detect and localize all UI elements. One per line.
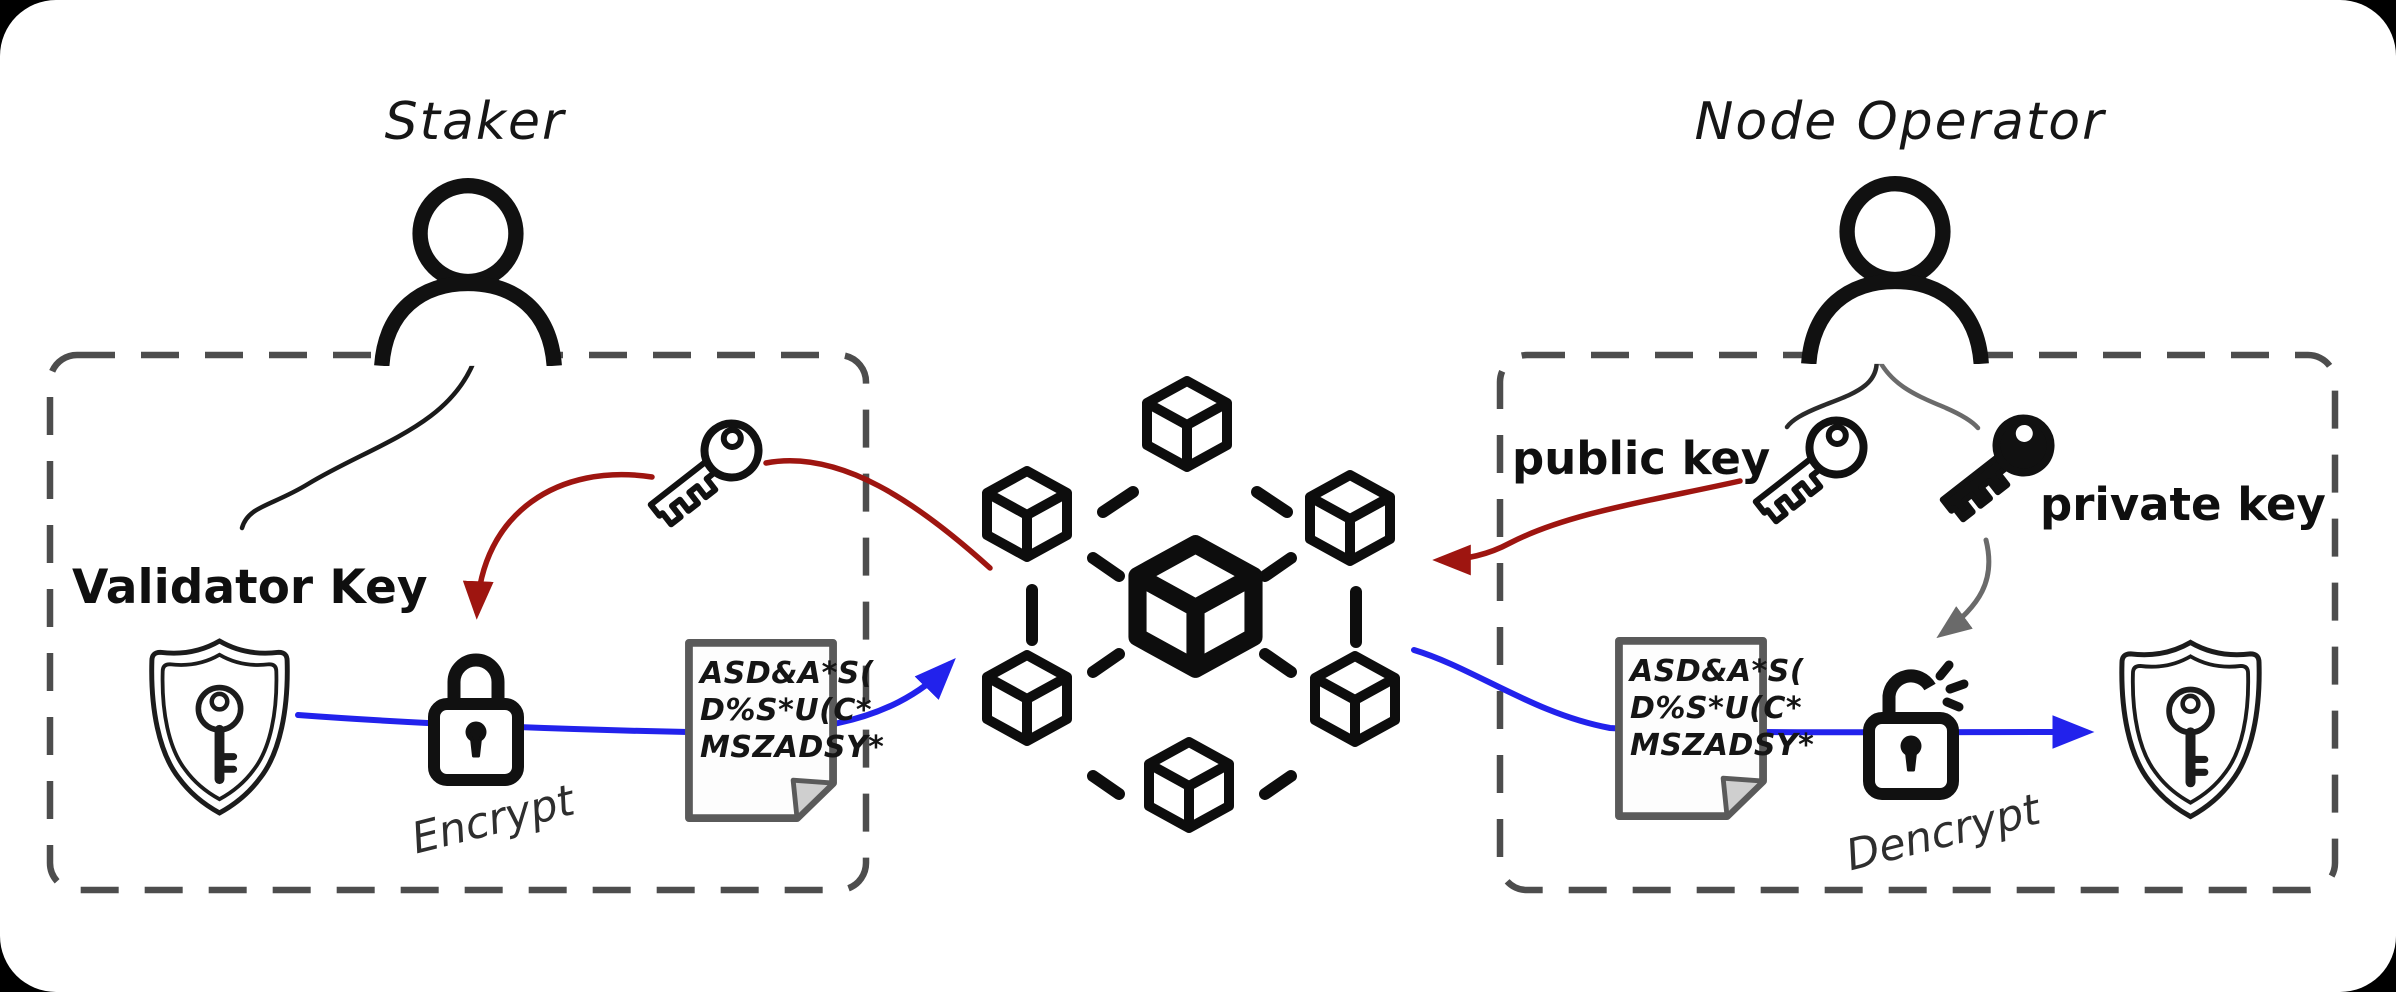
- private-key-to-unlock-arrow: [1936, 537, 1992, 639]
- block-cube-lower-left: [987, 655, 1067, 741]
- block-cube-upper-left: [987, 471, 1067, 557]
- public-key-icon-left: [647, 419, 763, 528]
- validator-key-shield-icon: [149, 638, 290, 816]
- node-operator-person-icon: [1801, 175, 1989, 364]
- staker-label: Staker: [384, 92, 566, 152]
- encrypted-note-icon: [685, 638, 837, 823]
- block-cube-top: [1147, 381, 1227, 467]
- block-cube-lower-right: [1315, 656, 1395, 742]
- staker-connector-line: [239, 353, 479, 531]
- encrypt-lock-icon: [428, 653, 524, 786]
- node-operator-label: Node Operator: [1694, 92, 2106, 152]
- public-key-icon-right: [1752, 416, 1868, 525]
- block-cube-bottom: [1149, 742, 1229, 828]
- private-key-label: private key: [2040, 478, 2326, 531]
- public-key-from-chain-line: [763, 458, 993, 571]
- blockchain-network-icon: [965, 362, 1417, 864]
- private-key-icon: [1939, 414, 2055, 523]
- blockchain-links: [1026, 486, 1362, 800]
- encrypted-note-icon-right: [1615, 636, 1767, 821]
- public-key-to-lock-arrow: [462, 471, 655, 620]
- decrypt-unlock-icon: [1863, 660, 1969, 800]
- operator-to-public-key-line: [1784, 351, 1879, 430]
- encrypted-note-text-right: ASD&A*S( D%S*U(C* MSZADSY*: [1630, 654, 1815, 763]
- operator-to-private-key-line: [1873, 351, 1981, 431]
- validator-key-label: Validator Key: [72, 560, 428, 615]
- block-cube-center: [1128, 535, 1263, 678]
- encrypted-note-text: ASD&A*S( D%S*U(C* MSZADSY*: [700, 656, 885, 765]
- public-key-label: public key: [1512, 432, 1771, 485]
- decrypted-key-shield-icon: [2119, 639, 2262, 820]
- staker-dashed-box: [46, 351, 870, 894]
- staker-person-icon: [374, 177, 562, 366]
- public-key-to-chain-arrow: [1432, 478, 1743, 576]
- block-cube-upper-right: [1310, 475, 1390, 561]
